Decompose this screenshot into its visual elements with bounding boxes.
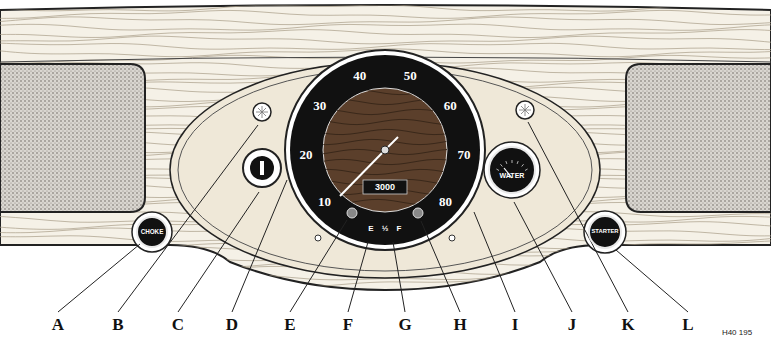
wood-panel	[0, 5, 771, 290]
fuel-mark: ½	[382, 225, 389, 233]
grain-line	[0, 17, 771, 25]
gauge-tick	[506, 161, 507, 164]
panel-light	[253, 103, 271, 121]
speed-number: 60	[444, 99, 457, 112]
callout-letter: I	[512, 316, 519, 333]
dial-grain-line	[315, 139, 455, 144]
leader-line	[178, 192, 259, 312]
fuel-mark: E	[368, 225, 373, 233]
leader-line	[348, 242, 368, 312]
indicator-lamp	[413, 208, 423, 218]
callout-letter: F	[343, 316, 353, 333]
grain-line	[0, 24, 771, 30]
gauge-face	[490, 148, 534, 192]
gauge-tick	[512, 160, 513, 163]
callout-letter: H	[453, 316, 466, 333]
leader-line	[528, 122, 628, 312]
gauge-tick	[500, 164, 502, 166]
figure-reference: H40 195	[722, 329, 752, 337]
key-slot	[260, 161, 264, 175]
speed-number: 40	[353, 69, 366, 82]
speed-number: 20	[300, 147, 313, 160]
leader-line	[616, 250, 688, 312]
dial-grain-line	[315, 99, 455, 104]
leader-line	[393, 242, 405, 312]
speedometer-ring	[290, 55, 480, 245]
speed-number: 70	[457, 147, 470, 160]
instrument-label: CHOKE	[141, 229, 164, 235]
leader-line	[474, 212, 515, 312]
leader-line	[118, 125, 258, 312]
gauge-tick	[517, 161, 518, 164]
leader-line	[232, 180, 287, 312]
dial-grain-line	[315, 199, 455, 204]
grain-line	[0, 30, 771, 38]
gauge-tick	[522, 164, 524, 166]
ignition-switch	[243, 149, 281, 187]
grain-line	[0, 5, 771, 11]
starter-button: STARTER	[588, 215, 622, 249]
fuel-mark: F	[397, 225, 402, 233]
callout-letter: J	[568, 316, 577, 333]
leader-line	[58, 244, 140, 312]
grain-line	[0, 10, 771, 18]
starter-bezel	[584, 211, 626, 253]
callout-letter: B	[112, 316, 123, 333]
dial-grain-line	[315, 169, 455, 174]
dial-grain	[315, 89, 455, 204]
callout-letter: K	[621, 316, 634, 333]
callout-letter: C	[172, 316, 184, 333]
panel-light-lens	[256, 106, 268, 118]
speedometer-rim	[285, 50, 485, 250]
wood-grain	[0, 5, 771, 287]
choke-button: CHOKE	[136, 216, 168, 248]
grain-line	[0, 279, 771, 287]
odometer-window	[363, 180, 407, 194]
odometer-reading: 3000	[375, 183, 395, 192]
callout-letter: A	[52, 316, 64, 333]
panel-light-lens	[519, 104, 531, 116]
dial-grain-line	[315, 129, 455, 134]
leader-line	[421, 221, 460, 312]
glove-opening	[0, 64, 145, 212]
callout-letter: E	[284, 316, 295, 333]
water-gauge-rim	[484, 142, 540, 198]
gauge-tick	[525, 169, 528, 171]
callout-letter: L	[682, 316, 693, 333]
indicator-lamp	[347, 208, 357, 218]
ignition-lock	[250, 156, 274, 180]
leader-line	[514, 202, 572, 312]
instrument-label: STARTER	[591, 229, 618, 235]
gauge-tick	[496, 169, 499, 171]
speed-number: 80	[439, 194, 452, 207]
grain-line	[0, 36, 771, 44]
dial-grain-line	[315, 119, 455, 125]
callout-letter: G	[398, 316, 411, 333]
speed-number: 10	[318, 194, 331, 207]
panel-light	[516, 101, 534, 119]
leader-line	[290, 220, 347, 312]
glove-opening	[626, 64, 771, 212]
speed-number: 30	[313, 99, 326, 112]
dial-grain-line	[315, 159, 455, 164]
dial-grain-line	[315, 109, 455, 114]
speed-number: 50	[404, 69, 417, 82]
callout-letter: D	[226, 316, 238, 333]
water-gauge: WATER	[488, 146, 536, 194]
instrument-label: WATER	[500, 172, 525, 179]
dial-grain-line	[315, 89, 455, 94]
needle-hub	[381, 146, 389, 154]
leader-lines	[58, 122, 688, 312]
speedometer-dial	[323, 88, 447, 212]
speedometer: 10 20 30 40 50 60 70 80	[285, 50, 485, 250]
